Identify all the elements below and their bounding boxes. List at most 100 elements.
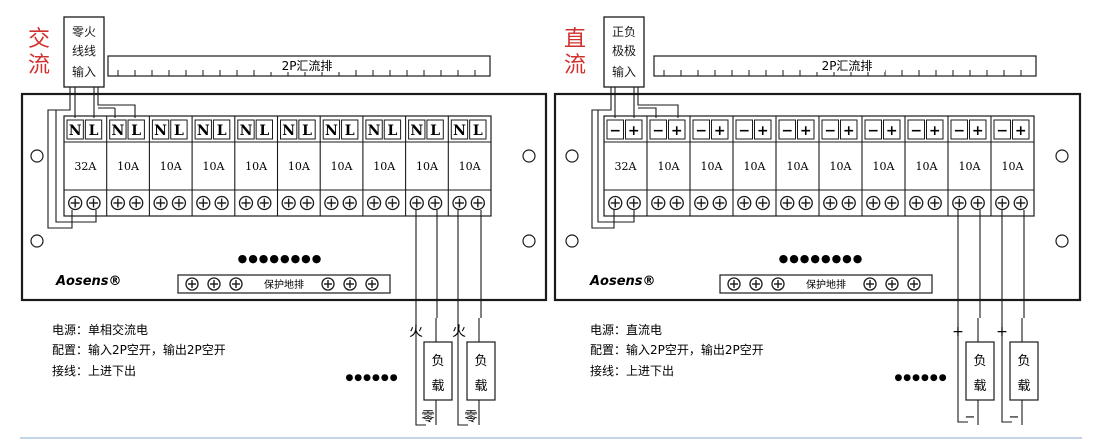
dc-ground-screw-icon xyxy=(907,277,921,291)
dc-screw-icon xyxy=(669,195,684,211)
dc-terminal-label: + xyxy=(671,123,683,139)
dc-info-key-3: 接线： xyxy=(590,363,626,378)
dc-type-char-2: 流 xyxy=(564,53,586,78)
svg-text:接线：上进下出: 接线：上进下出 xyxy=(52,363,136,378)
ac-screw-icon xyxy=(214,195,229,211)
ac-screw-icon xyxy=(385,195,400,211)
dc-brand: Aosens® xyxy=(589,274,656,289)
dc-terminal-label: − xyxy=(910,123,922,139)
ac-load-text-2: 载 xyxy=(474,379,487,394)
ac-busbar-label: 2P汇流排 xyxy=(282,59,333,73)
ac-ground-screw-icon xyxy=(229,277,243,291)
dc-breaker-2: −+10A xyxy=(646,116,686,216)
dc-screw-icon xyxy=(995,195,1010,211)
ac-breaker-rating: 10A xyxy=(202,160,225,173)
ac-breaker-rating: 10A xyxy=(373,160,396,173)
ac-terminal-label: L xyxy=(430,123,440,139)
ac-busbar: 2P汇流排 xyxy=(107,55,491,77)
dc-breaker-10: −+10A xyxy=(990,116,1030,216)
dc-screw-icon xyxy=(755,195,770,211)
ac-load-text-2: 载 xyxy=(431,379,444,394)
ac-screw-icon xyxy=(452,195,467,211)
dc-screw-icon xyxy=(927,195,942,211)
dc-input-wiring xyxy=(591,87,679,229)
dc-ground-label: 保护地排 xyxy=(806,278,846,291)
dc-terminal-label: + xyxy=(1015,123,1027,139)
ac-input-line-1: 零火 xyxy=(72,25,96,39)
dc-breaker-8: −+10A xyxy=(904,116,944,216)
ac-breaker-rating: 10A xyxy=(331,160,354,173)
dc-breaker-rating: 10A xyxy=(744,160,767,173)
ac-input-box xyxy=(63,16,105,88)
dc-load-1: +负载− xyxy=(952,318,995,425)
ac-terminal-label: L xyxy=(388,123,398,139)
ac-brand: Aosens® xyxy=(55,274,122,289)
ac-screw-icon xyxy=(110,195,126,211)
ac-ground-bar: 保护地排 xyxy=(177,274,391,294)
ac-screw-icon xyxy=(281,195,296,211)
ac-channel-dots: ●●●●●●●● xyxy=(238,252,323,265)
dc-breaker-4: −+10A xyxy=(732,116,772,216)
dc-input-line-3: 输入 xyxy=(612,64,636,79)
dc-terminal-label: − xyxy=(824,123,836,139)
ac-load-text-1: 负 xyxy=(474,354,487,369)
ac-screw-icon xyxy=(409,195,424,211)
ac-input-line-2: 线线 xyxy=(72,44,96,58)
dc-info-val-2: 输入2P空开，输出2P空开 xyxy=(626,342,764,357)
svg-text:接线：上进下出: 接线：上进下出 xyxy=(590,363,674,378)
dc-mount-hole-tl xyxy=(565,149,579,163)
dc-terminal-label: − xyxy=(738,123,750,139)
ac-mount-hole-br xyxy=(522,234,536,248)
ac-screw-icon xyxy=(129,195,144,211)
ac-terminal-label: L xyxy=(131,123,141,139)
ac-load-bottom-label: 零 xyxy=(421,410,434,425)
dc-screw-icon xyxy=(1013,195,1028,211)
ac-info: 电源：单相交流电 配置：输入2P空开，输出2P空开 接线：上进下出 xyxy=(52,322,226,378)
dc-busbar-label: 2P汇流排 xyxy=(822,59,873,73)
ac-screw-icon xyxy=(366,195,382,211)
dc-breaker-9: −+10A xyxy=(947,116,987,216)
ac-screw-icon xyxy=(86,195,101,211)
dc-breaker-6: −+10A xyxy=(818,116,858,216)
ac-load-box xyxy=(466,341,496,401)
ac-breaker-rating: 32A xyxy=(74,160,97,173)
svg-text:配置：输入2P空开，输出2P空开: 配置：输入2P空开，输出2P空开 xyxy=(52,342,226,357)
dc-breaker-rating: 10A xyxy=(1002,160,1025,173)
ac-screw-icon xyxy=(324,195,339,211)
dc-breaker-7: −+10A xyxy=(861,116,901,216)
dc-screw-icon xyxy=(712,195,727,211)
ac-breaker-rating: 10A xyxy=(459,160,482,173)
ac-terminal-label: N xyxy=(368,123,381,139)
dc-terminal-label: + xyxy=(800,123,812,139)
dc-breaker-rating: 10A xyxy=(916,160,939,173)
dc-screw-icon xyxy=(866,195,881,211)
ac-load-top-label: 火 xyxy=(452,324,466,340)
dc-load-text-2: 载 xyxy=(1017,379,1030,394)
dc-terminal-label: + xyxy=(628,123,640,139)
dc-channel-dots: ●●●●●●●● xyxy=(779,252,864,265)
dc-ground-screw-icon xyxy=(771,277,785,291)
dc-terminal-label: − xyxy=(609,123,621,139)
ac-mount-hole-tl xyxy=(30,149,44,163)
ac-info-key-1: 电源： xyxy=(52,323,88,337)
dc-screw-icon xyxy=(608,195,623,211)
dc-input-box xyxy=(603,16,645,88)
ac-input-line-3: 输入 xyxy=(72,64,96,79)
dc-terminal-label: − xyxy=(695,123,707,139)
ac-screw-icon xyxy=(257,195,272,211)
ac-info-val-1: 单相交流电 xyxy=(88,322,148,337)
dc-terminal-label: + xyxy=(843,123,855,139)
dc-breaker-rating: 10A xyxy=(959,160,982,173)
ac-info-val-3: 上进下出 xyxy=(88,364,136,378)
svg-text:配置：输入2P空开，输出2P空开: 配置：输入2P空开，输出2P空开 xyxy=(590,342,764,357)
ac-input-wiring xyxy=(47,87,136,229)
